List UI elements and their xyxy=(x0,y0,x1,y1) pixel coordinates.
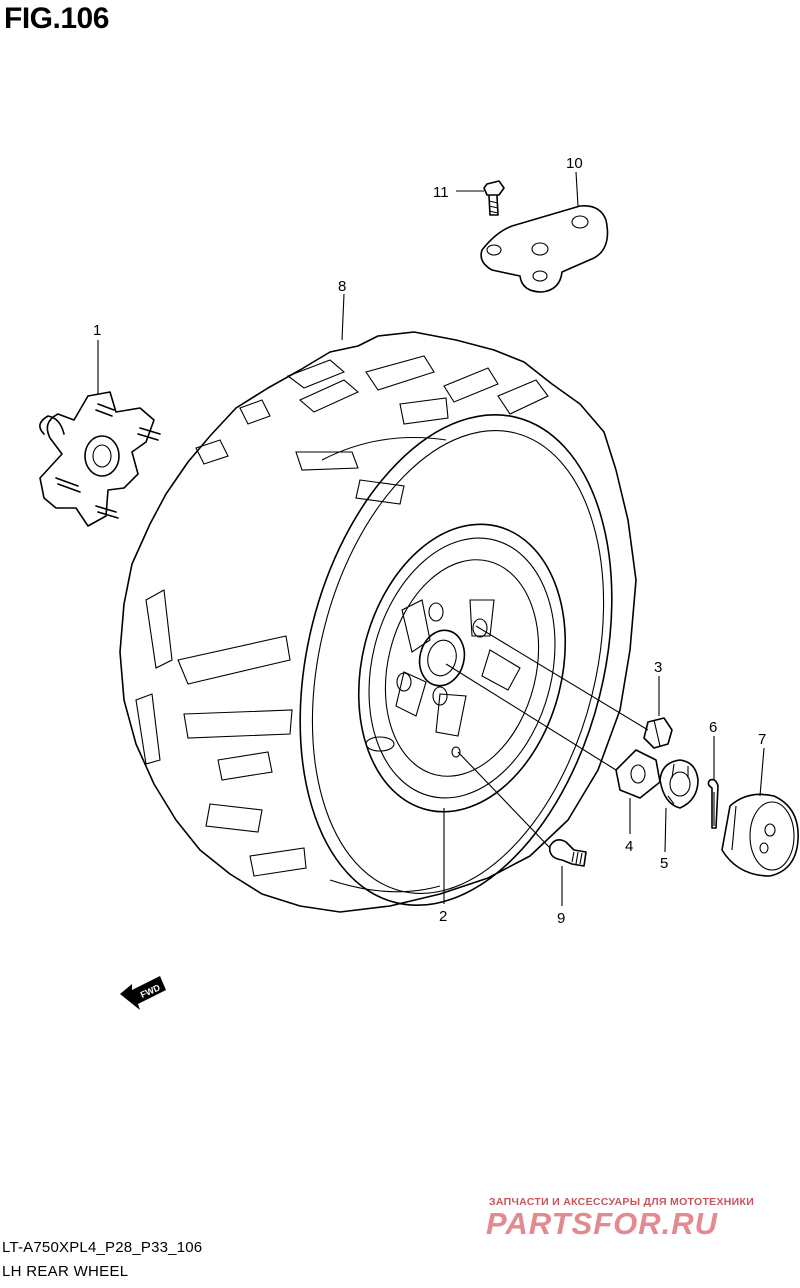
model-code: LT-A750XPL4_P28_P33_106 xyxy=(2,1239,203,1256)
part-1-hub[interactable] xyxy=(39,391,161,527)
part-7-hub-cap[interactable] xyxy=(721,793,799,877)
part-10-bracket[interactable] xyxy=(480,204,609,293)
callout-4: 4 xyxy=(625,838,633,855)
part-8-tire[interactable] xyxy=(119,331,660,938)
diagram-caption: LH REAR WHEEL xyxy=(2,1263,129,1280)
leader-lines xyxy=(97,171,765,906)
callout-numbers: 1 2 3 4 5 6 7 8 9 10 11 xyxy=(93,155,766,927)
watermark-tagline: ЗАПЧАСТИ И АКСЕССУАРЫ ДЛЯ МОТОТЕХНИКИ xyxy=(489,1196,755,1208)
callout-1: 1 xyxy=(93,322,101,339)
callout-3: 3 xyxy=(654,659,662,676)
part-11-bolt[interactable] xyxy=(483,180,505,216)
part-6-cotter-pin[interactable] xyxy=(707,778,719,829)
part-2-wheel-rim[interactable] xyxy=(330,502,595,834)
callout-5: 5 xyxy=(660,855,668,872)
part-5-castle-nut[interactable] xyxy=(659,759,699,809)
callout-11: 11 xyxy=(433,184,449,201)
callout-2: 2 xyxy=(439,908,447,925)
watermark-logo: PARTSFOR.RU xyxy=(486,1206,719,1241)
callout-9: 9 xyxy=(557,910,565,927)
fwd-direction-arrow: FWD xyxy=(120,976,166,1010)
callout-6: 6 xyxy=(709,719,717,736)
part-9-valve[interactable] xyxy=(548,838,587,867)
part-3-wheel-nut[interactable] xyxy=(643,717,673,749)
callout-10: 10 xyxy=(566,155,583,172)
callout-8: 8 xyxy=(338,278,346,295)
figure-title: FIG.106 xyxy=(4,2,109,35)
callout-7: 7 xyxy=(758,731,766,748)
part-4-washer[interactable] xyxy=(615,749,661,799)
